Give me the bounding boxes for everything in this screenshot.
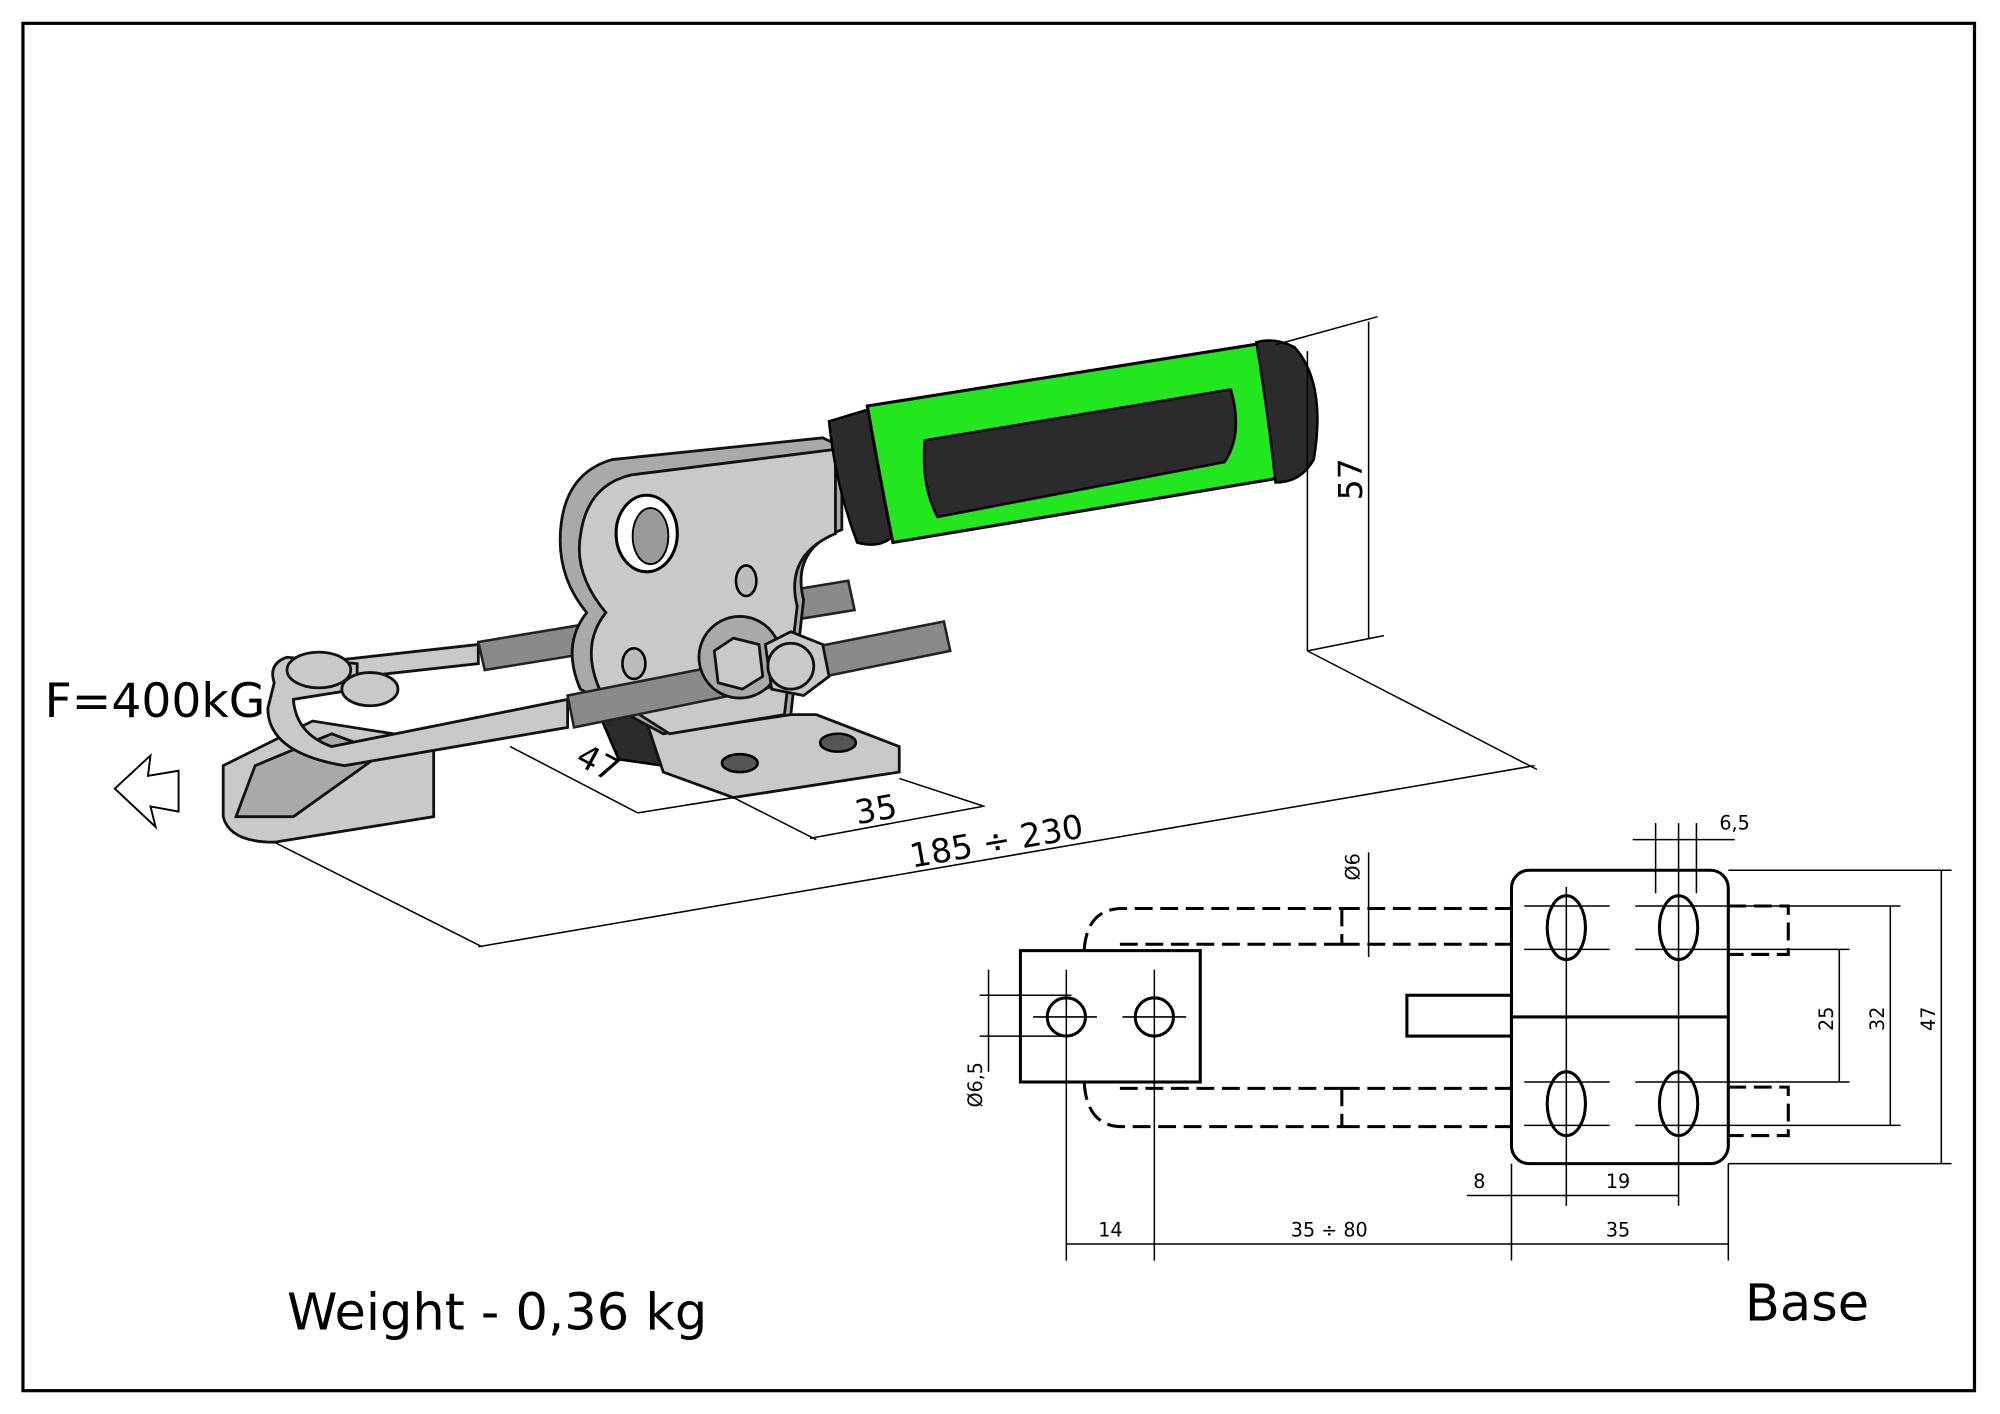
force-label: F=400kG — [45, 674, 266, 729]
svg-text:25: 25 — [1815, 1007, 1838, 1031]
svg-text:35 ÷ 80: 35 ÷ 80 — [1291, 1218, 1368, 1241]
grip-insert — [922, 387, 1238, 519]
force-arrow-icon — [113, 752, 180, 830]
svg-text:32: 32 — [1866, 1007, 1889, 1031]
svg-text:57: 57 — [1331, 458, 1370, 500]
latch-clamp-3d — [221, 339, 1319, 844]
nut — [712, 636, 765, 691]
base-view: 6,5 Ø6 Ø6,5 25 32 47 8 19 14 35 ÷ 80 35 — [964, 811, 1952, 1261]
svg-text:Ø6,5: Ø6,5 — [964, 1062, 987, 1107]
svg-text:14: 14 — [1098, 1218, 1122, 1241]
svg-text:35: 35 — [1606, 1218, 1630, 1241]
drawing-frame — [21, 21, 1977, 1393]
svg-text:35: 35 — [852, 786, 900, 832]
hook-plate — [1018, 949, 1202, 1084]
svg-text:Ø6: Ø6 — [1342, 853, 1365, 880]
svg-text:19: 19 — [1606, 1170, 1630, 1193]
svg-text:6,5: 6,5 — [1719, 811, 1749, 834]
view-label: Base — [1745, 1275, 1869, 1334]
weight-label: Weight - 0,36 kg — [287, 1283, 707, 1342]
svg-text:8: 8 — [1473, 1170, 1485, 1193]
svg-text:185 ÷ 230: 185 ÷ 230 — [907, 807, 1087, 876]
grip-end-cap — [1254, 339, 1319, 484]
svg-text:47: 47 — [1917, 1007, 1940, 1031]
